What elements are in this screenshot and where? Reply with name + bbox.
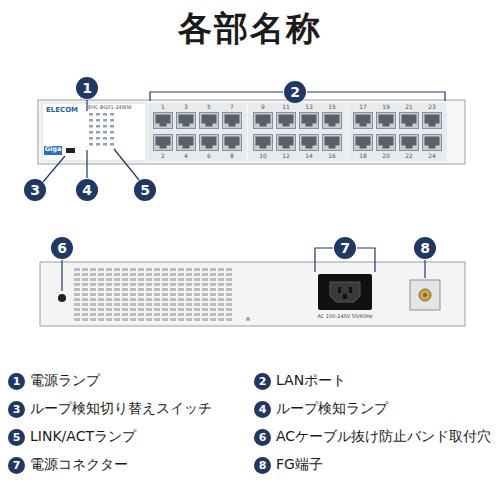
port-number: 14 (299, 153, 319, 160)
connector-socket (330, 282, 360, 302)
callout-number: 7 (334, 237, 356, 259)
part-list-item: 3 ループ検知切り替えスイッチ (8, 400, 212, 418)
led-array (89, 113, 116, 147)
power-rating: AC 100-240V 50/60Hz (300, 314, 390, 320)
part-name: LANポート (276, 372, 346, 390)
model-name: EHC-BG01-24WW (88, 105, 132, 111)
port-number: 17 (353, 104, 373, 111)
callout-text: 8 (420, 241, 430, 255)
callout-number: 8 (414, 237, 436, 259)
callout-number: 2 (284, 81, 306, 103)
giga-badge (44, 146, 62, 155)
port-number: 22 (399, 153, 419, 160)
callout-number: 4 (76, 179, 98, 201)
callout-text: 1 (82, 81, 92, 95)
band-hole (58, 294, 66, 302)
part-list-item: 6 ACケーブル抜け防止バンド取付穴 (254, 428, 491, 446)
port-number: 8 (222, 153, 242, 160)
port-group (148, 103, 247, 161)
power-connector (318, 274, 372, 310)
front-left-plate (42, 103, 146, 161)
port-number: 10 (253, 153, 273, 160)
screw (246, 317, 250, 321)
loop-switch (66, 148, 75, 153)
lan-jacks (154, 113, 442, 151)
callout-number: 1 (76, 77, 98, 99)
callout-text: 3 (30, 183, 40, 197)
list-number: 8 (254, 457, 271, 474)
list-number: 7 (8, 457, 25, 474)
callout-number: 5 (134, 179, 156, 201)
port-number: 9 (253, 104, 273, 111)
port-number: 18 (353, 153, 373, 160)
port-number: 21 (399, 104, 419, 111)
callout-number: 3 (24, 179, 46, 201)
callout-text: 7 (340, 241, 350, 255)
front-panel (38, 100, 465, 164)
callout-text: 6 (57, 241, 67, 255)
fg-screw (419, 289, 431, 301)
connector-pin (338, 287, 341, 293)
port-number: 6 (199, 153, 219, 160)
callout-text: 5 (140, 183, 150, 197)
callout-text: 4 (82, 183, 92, 197)
list-number: 2 (254, 373, 271, 390)
port-number: 20 (376, 153, 396, 160)
port-number: 12 (276, 153, 296, 160)
port-number: 15 (322, 104, 342, 111)
port-number: 2 (153, 153, 173, 160)
callout-number: 6 (51, 237, 73, 259)
connector-pin (343, 294, 347, 299)
port-number: 11 (276, 104, 296, 111)
fg-screw-center (423, 293, 427, 297)
port-number: 1 (153, 104, 173, 111)
port-number: 24 (422, 153, 442, 160)
leader-lines (62, 248, 425, 291)
diagram-title: 各部名称 (0, 6, 500, 52)
giga-logo: Giga (44, 146, 62, 153)
port-group (348, 103, 447, 161)
part-list-item: 4 ループ検知ランプ (254, 400, 388, 418)
port-number: 7 (222, 104, 242, 111)
connector-pin (349, 287, 352, 293)
part-list-item: 2 LANポート (254, 372, 346, 390)
part-list-item: 1 電源ランプ (8, 372, 100, 390)
port-number: 23 (422, 104, 442, 111)
part-name: LINK/ACTランプ (30, 428, 136, 446)
vent-grille (72, 267, 234, 321)
port-number: 3 (176, 104, 196, 111)
list-number: 1 (8, 373, 25, 390)
part-list-item: 8 FG端子 (254, 456, 323, 474)
port-number: 19 (376, 104, 396, 111)
part-name: ACケーブル抜け防止バンド取付穴 (276, 428, 491, 446)
brand-logo: ELECOM (46, 107, 78, 115)
part-name: 電源コネクター (30, 456, 128, 474)
part-name: ループ検知切り替えスイッチ (30, 400, 212, 418)
port-number: 13 (299, 104, 319, 111)
port-group (248, 103, 347, 161)
port-number: 4 (176, 153, 196, 160)
leader-lines (43, 92, 445, 182)
port-number: 5 (199, 104, 219, 111)
port-number: 16 (322, 153, 342, 160)
list-number: 5 (8, 429, 25, 446)
back-panel (40, 262, 465, 326)
list-number: 6 (254, 429, 271, 446)
callout-text: 2 (290, 85, 300, 99)
list-number: 4 (254, 401, 271, 418)
fg-terminal (410, 280, 440, 310)
list-number: 3 (8, 401, 25, 418)
part-name: FG端子 (276, 456, 323, 474)
part-list-item: 7 電源コネクター (8, 456, 128, 474)
part-name: ループ検知ランプ (276, 400, 388, 418)
part-list-item: 5 LINK/ACTランプ (8, 428, 136, 446)
part-name: 電源ランプ (30, 372, 100, 390)
